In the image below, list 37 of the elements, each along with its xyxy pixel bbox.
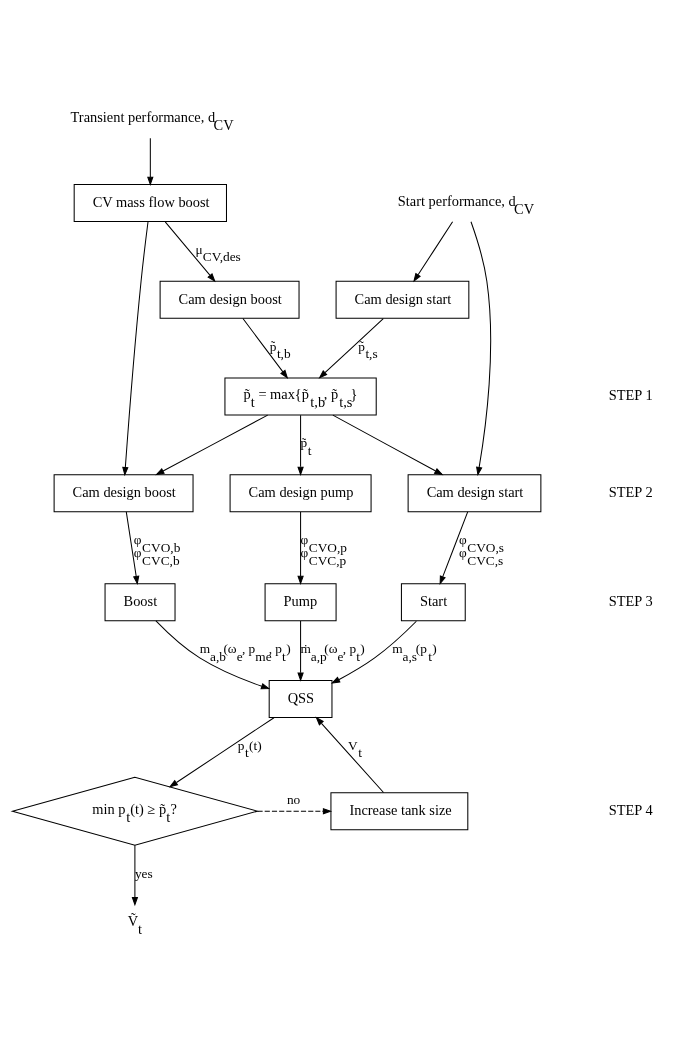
arrow: [168, 716, 275, 788]
arrow: [297, 414, 304, 476]
node-box: Pump: [264, 582, 337, 621]
arrow: [155, 414, 269, 475]
node-box: CV mass flow boost: [73, 183, 227, 222]
node-box: Cam design start: [407, 473, 542, 512]
arrow: [297, 620, 304, 682]
node-box: Cam design pump: [229, 473, 372, 512]
node-box: Cam design start: [335, 280, 470, 319]
node-box: Boost: [104, 582, 176, 621]
edge-label: yes: [134, 865, 153, 881]
node-box: QSS: [268, 679, 333, 718]
arrow: [242, 317, 289, 379]
arrow: [164, 220, 216, 282]
arrow: [131, 844, 139, 906]
arrow: [439, 510, 469, 585]
arrow: [125, 510, 140, 585]
arrow: [413, 220, 454, 282]
arrow: [470, 220, 492, 476]
node-box: Increase tank size: [330, 791, 469, 830]
arrow: [330, 620, 417, 684]
arrow: [315, 716, 385, 793]
label: STEP 2: [608, 483, 653, 500]
arrow: [155, 619, 271, 689]
arrow: [332, 414, 444, 475]
node-box: Start: [400, 582, 466, 621]
label: STEP 4: [608, 801, 653, 818]
arrow: [122, 220, 149, 476]
arrow: [297, 510, 304, 585]
arrow: [256, 807, 333, 814]
label: STEP 3: [608, 592, 653, 609]
node-box: Cam design boost: [159, 280, 300, 319]
edge-label: no: [286, 791, 301, 807]
label: STEP 1: [608, 386, 653, 403]
arrow: [147, 137, 154, 186]
node-box: Cam design boost: [53, 473, 194, 512]
arrow: [318, 317, 384, 379]
